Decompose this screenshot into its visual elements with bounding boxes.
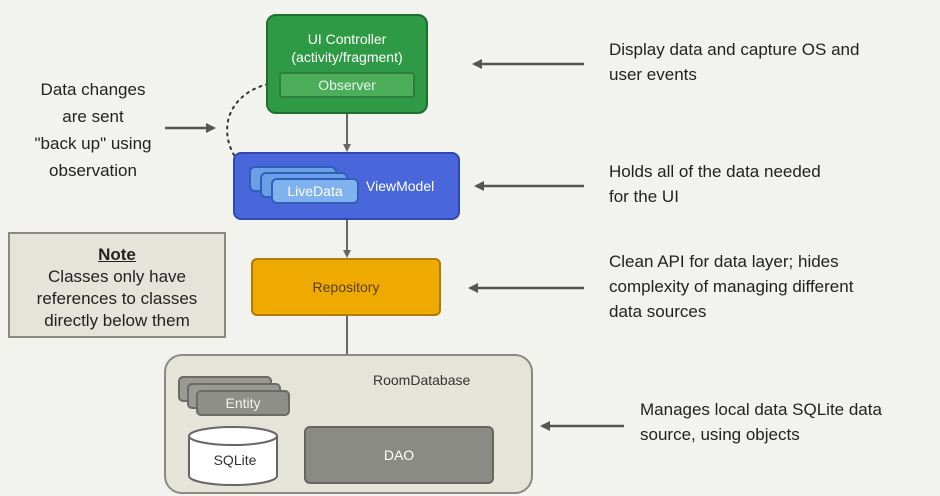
repository-box: Repository bbox=[251, 258, 441, 316]
desc-viewmodel: Holds all of the data needed for the UI bbox=[609, 162, 821, 206]
observation-dotted-curve bbox=[226, 83, 269, 169]
ui-controller-box: UI Controller (activity/fragment) bbox=[266, 14, 428, 114]
observation-note: Data changes are sent "back up" using ob… bbox=[34, 80, 152, 180]
note-box: Note Classes only have references to cla… bbox=[8, 232, 226, 338]
viewmodel-label: ViewModel bbox=[366, 178, 435, 194]
observer-box: Observer bbox=[279, 72, 415, 98]
ui-controller-title: UI Controller (activity/fragment) bbox=[291, 31, 403, 65]
entity-box: Entity bbox=[196, 390, 290, 416]
note-title: Note bbox=[98, 245, 136, 264]
dao-box: DAO bbox=[304, 426, 494, 484]
desc-room-database: Manages local data SQLite data source, u… bbox=[640, 400, 882, 444]
roomdatabase-label: RoomDatabase bbox=[373, 372, 471, 388]
sqlite-cylinder-icon bbox=[188, 426, 278, 486]
sqlite-label: SQLite bbox=[213, 452, 257, 468]
desc-repository: Clean API for data layer; hides complexi… bbox=[609, 252, 854, 321]
desc-ui-controller: Display data and capture OS and user eve… bbox=[609, 40, 860, 84]
note-text: Classes only have references to classes … bbox=[36, 267, 198, 330]
livedata-box: LiveData bbox=[271, 178, 359, 204]
